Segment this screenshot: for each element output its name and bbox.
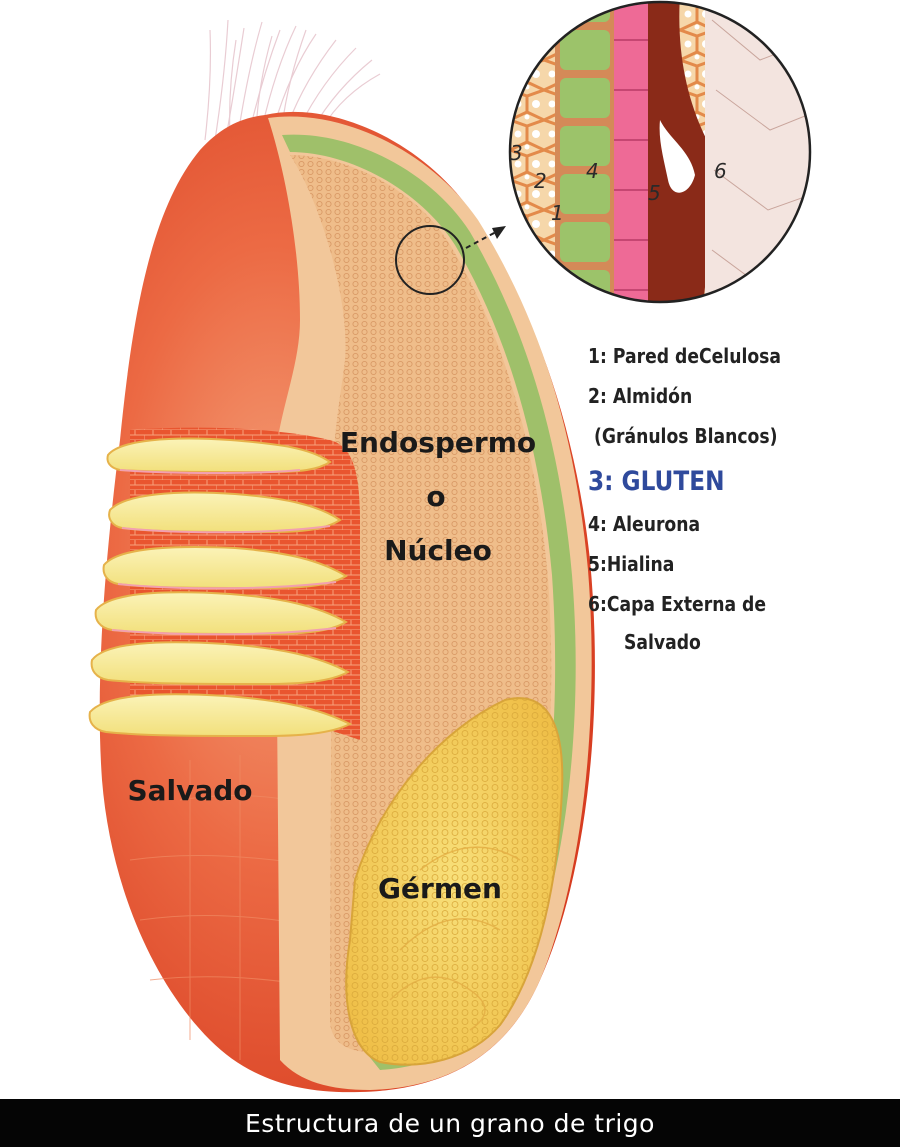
caption-bar: Estructura de un grano de trigo	[0, 1099, 900, 1147]
inset-label-4: 4	[586, 159, 599, 183]
label-salvado: Salvado	[127, 774, 252, 807]
wheat-grain-diagram: 3 2 1 4 5 6 Endospermo o Núcleo Salvado …	[88, 0, 812, 1093]
layer-flap-5	[90, 641, 351, 686]
legend-item-2: 2: Almidón	[588, 384, 693, 408]
inset-hyaline-layer	[614, 2, 648, 302]
magnified-inset	[510, 2, 810, 302]
inset-label-1: 1	[551, 201, 564, 225]
inset-label-5: 5	[648, 181, 661, 205]
label-nucleo: Núcleo	[384, 534, 492, 567]
legend-item-6-sub: Salvado	[624, 630, 701, 654]
germ-swirls	[389, 846, 521, 1031]
legend-item-5: 5:Hialina	[588, 552, 675, 576]
legend-item-4: 4: Aleurona	[588, 512, 701, 536]
legend-item-1: 1: Pared deCelulosa	[588, 344, 782, 368]
layer-flap-6	[88, 693, 353, 738]
inset-number-labels: 3 2 1 4 5 6	[510, 141, 727, 225]
zoom-marker-circle	[395, 225, 465, 295]
inset-label-2: 2	[534, 169, 547, 193]
legend-item-6: 6:Capa Externa de	[588, 592, 767, 616]
legend-item-2-sub: (Gránulos Blancos)	[594, 424, 778, 448]
label-o: o	[426, 480, 445, 513]
caption-text: Estructura de un grano de trigo	[245, 1108, 655, 1138]
zoom-arrow	[465, 226, 506, 249]
label-germen: Gérmen	[378, 872, 502, 905]
germ-texture	[346, 698, 563, 1065]
peeled-bran-layers	[88, 427, 360, 740]
inset-aleurone-cells	[555, 2, 615, 302]
inset-border	[508, 0, 812, 304]
legend-item-3-gluten: 3: GLUTEN	[588, 466, 725, 497]
inset-label-6: 6	[714, 159, 727, 183]
bran-surface-lines	[129, 755, 301, 1060]
label-endospermo: Endospermo	[340, 426, 536, 459]
inset-label-3: 3	[510, 141, 523, 165]
